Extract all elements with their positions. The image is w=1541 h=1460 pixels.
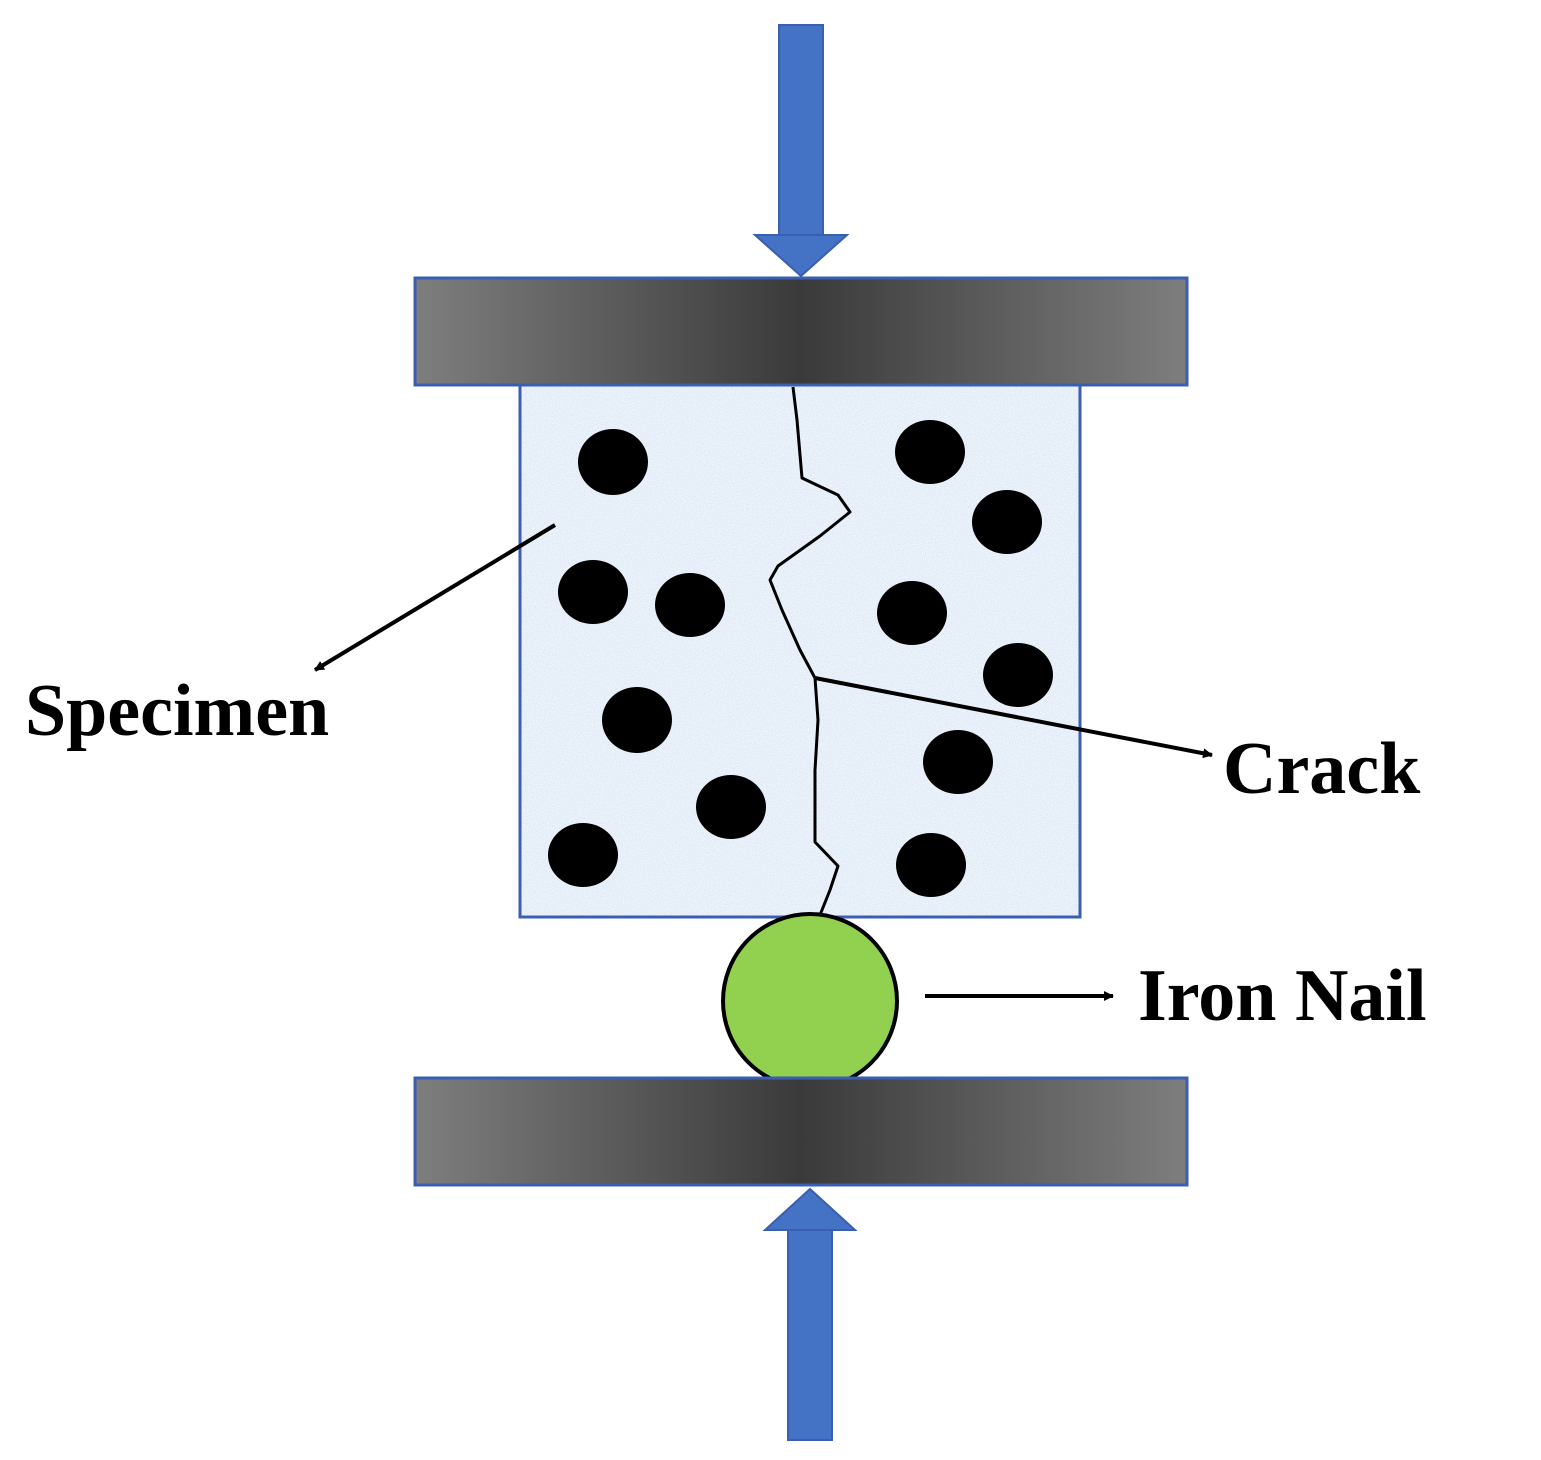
aggregate-particle — [877, 581, 947, 645]
aggregate-particles — [548, 420, 1053, 897]
iron-nail — [721, 912, 899, 1090]
aggregate-particle — [558, 560, 628, 624]
aggregate-particle — [696, 775, 766, 839]
aggregate-particle — [895, 420, 965, 484]
specimen-leader-arrow — [313, 523, 557, 672]
top-loading-plate — [413, 276, 1189, 387]
aggregate-particle — [655, 573, 725, 637]
bottom-loading-plate — [413, 1076, 1189, 1187]
iron-nail-label: Iron Nail — [1138, 955, 1427, 1037]
aggregate-particle — [972, 490, 1042, 554]
bottom-load-arrow — [762, 1187, 858, 1441]
aggregate-particle — [602, 687, 672, 753]
crack-leader-arrow — [814, 676, 1213, 759]
top-load-arrow — [752, 24, 850, 278]
crack-line — [768, 386, 852, 916]
aggregate-particle — [983, 643, 1053, 707]
aggregate-particle — [548, 823, 618, 887]
aggregate-particle — [923, 730, 993, 794]
specimen-label: Specimen — [25, 670, 329, 752]
aggregate-particle — [896, 833, 966, 897]
crack-label: Crack — [1223, 728, 1421, 810]
aggregate-particle — [578, 429, 648, 495]
